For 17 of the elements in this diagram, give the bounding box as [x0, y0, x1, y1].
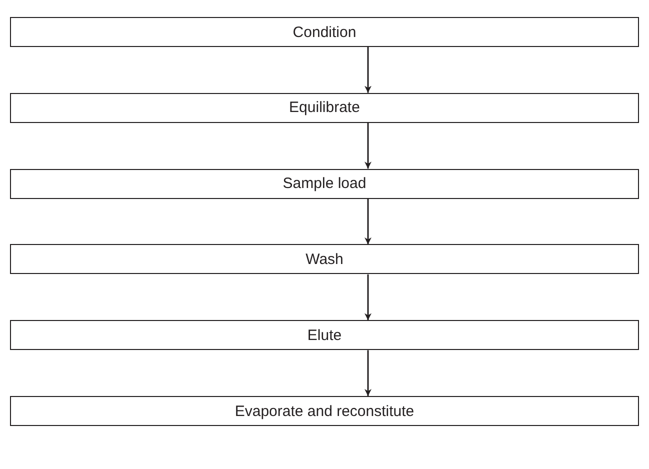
process-box — [10, 92, 639, 123]
step-label: Evaporate and reconstitute — [234, 402, 414, 420]
step-label: Equilibrate — [289, 99, 360, 116]
process-box — [10, 396, 639, 426]
arrow — [364, 47, 372, 93]
step-label: Wash — [306, 250, 344, 268]
step-label: Condition — [292, 24, 356, 40]
arrow — [364, 198, 372, 244]
step-label: Elute — [307, 326, 342, 344]
process-box — [10, 244, 639, 274]
process-box — [10, 320, 639, 350]
process-box — [10, 17, 639, 47]
arrow — [364, 350, 372, 396]
step-label: Sample load — [282, 175, 366, 192]
arrow — [364, 274, 372, 320]
process-box — [10, 168, 639, 199]
arrow — [364, 122, 372, 169]
